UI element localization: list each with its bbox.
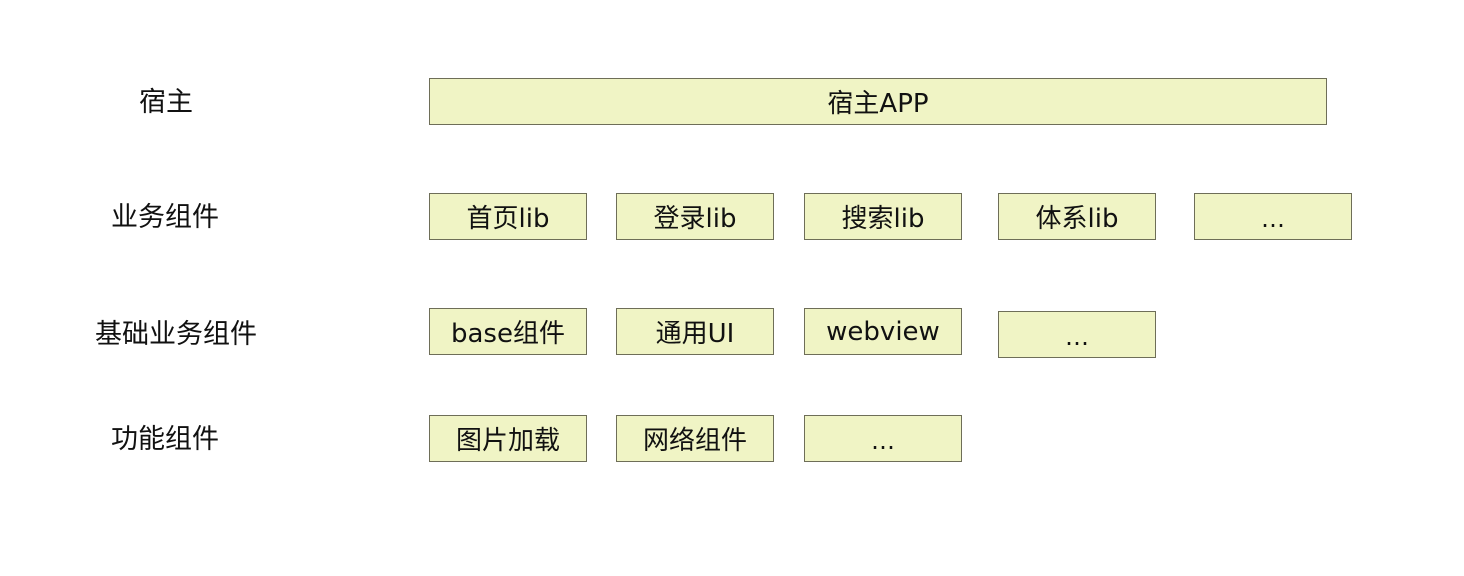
business-box-more: … [1194, 193, 1352, 240]
business-box-system: 体系lib [998, 193, 1156, 240]
base-box-common-ui: 通用UI [616, 308, 774, 355]
base-box-base-component: base组件 [429, 308, 587, 355]
business-box-home: 首页lib [429, 193, 587, 240]
functional-box-image-loading: 图片加载 [429, 415, 587, 462]
host-app-box: 宿主APP [429, 78, 1327, 125]
business-box-search: 搜索lib [804, 193, 962, 240]
layer-label-business: 业务组件 [111, 202, 219, 233]
base-box-more: … [998, 311, 1156, 358]
layer-label-functional: 功能组件 [111, 424, 219, 455]
base-box-webview: webview [804, 308, 962, 355]
business-box-login: 登录lib [616, 193, 774, 240]
layer-label-host: 宿主 [139, 87, 193, 118]
functional-box-network: 网络组件 [616, 415, 774, 462]
layer-label-base-business: 基础业务组件 [95, 319, 257, 350]
functional-box-more: … [804, 415, 962, 462]
